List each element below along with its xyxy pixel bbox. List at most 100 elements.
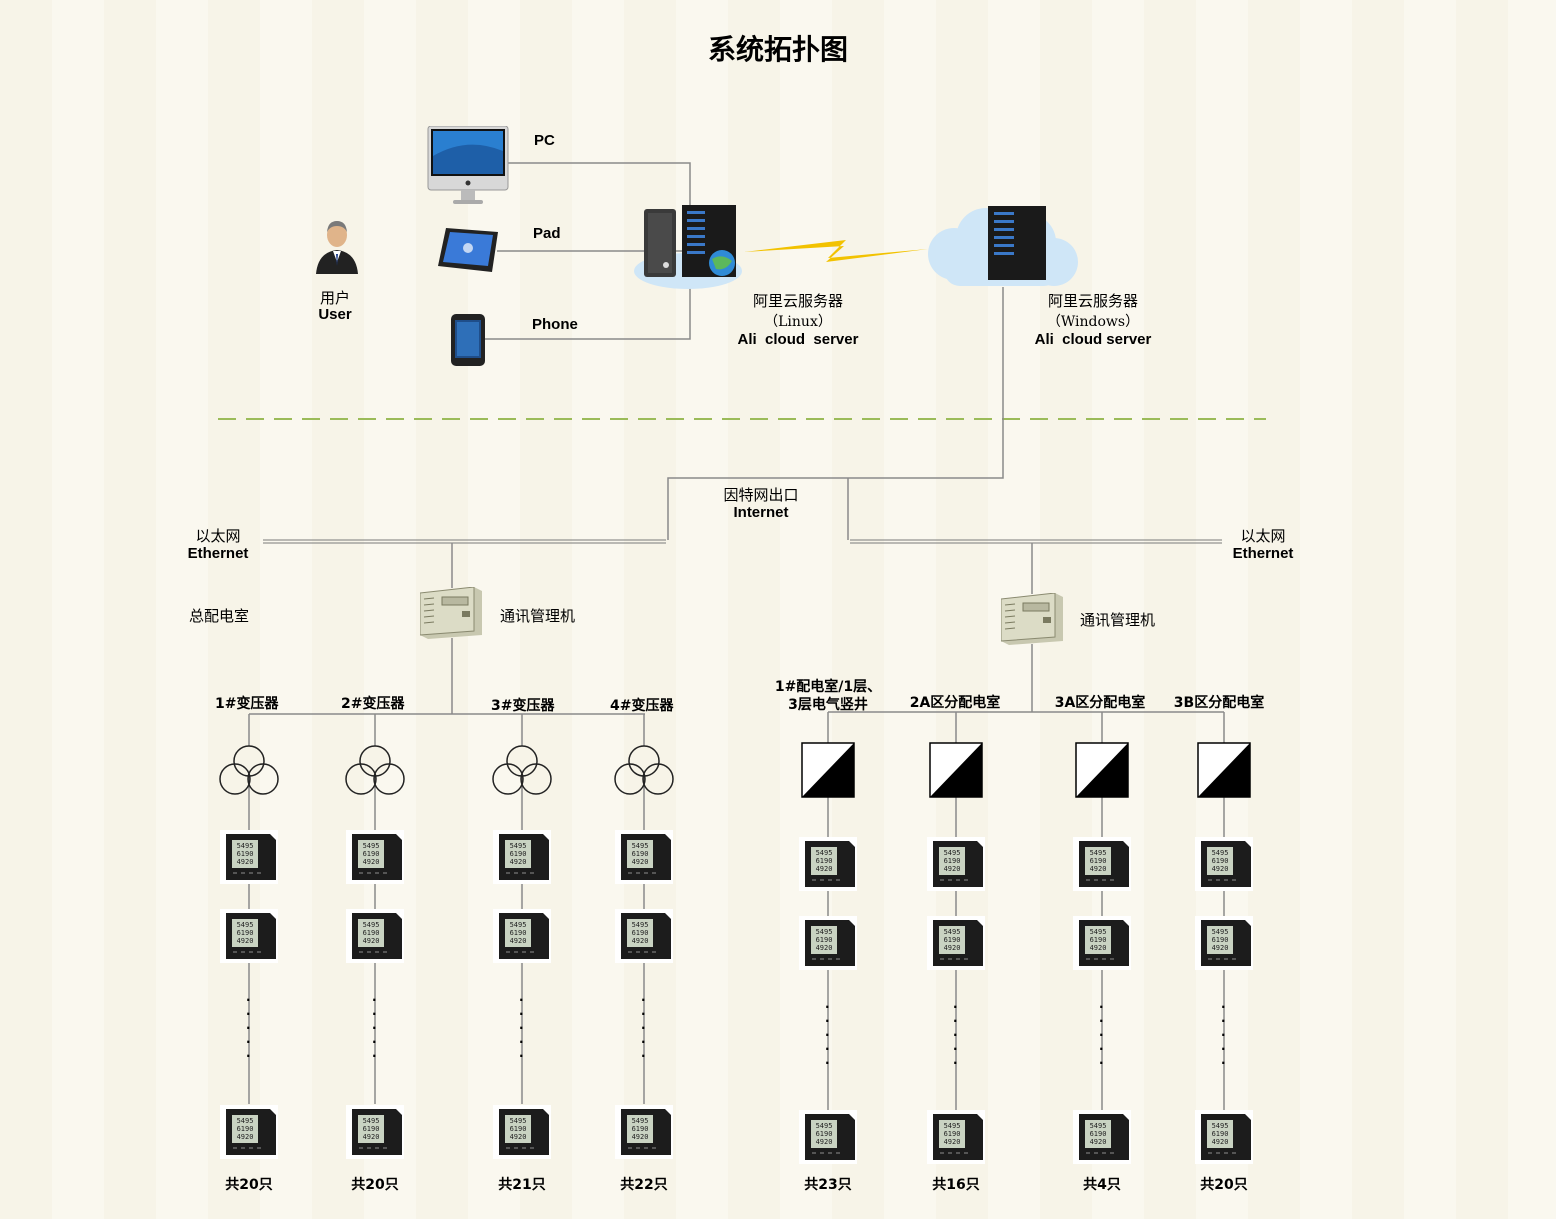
power-meter-icon: 5495 6190 4920 bbox=[615, 1105, 673, 1159]
meter-count-label: 共16只 bbox=[932, 1177, 980, 1193]
comm-manager-right-icon bbox=[1000, 592, 1063, 645]
svg-text:6190: 6190 bbox=[1090, 857, 1107, 865]
svg-text:6190: 6190 bbox=[816, 857, 833, 865]
svg-text:4920: 4920 bbox=[363, 1133, 380, 1141]
transformer-coil bbox=[219, 763, 251, 795]
svg-text:5495: 5495 bbox=[237, 842, 254, 850]
svg-text:6190: 6190 bbox=[816, 936, 833, 944]
power-meter-icon: 5495 6190 4920 bbox=[493, 1105, 551, 1159]
svg-text:5495: 5495 bbox=[510, 921, 527, 929]
svg-text:5495: 5495 bbox=[1212, 1122, 1229, 1130]
svg-text:5495: 5495 bbox=[632, 1117, 649, 1125]
svg-text:5495: 5495 bbox=[1090, 1122, 1107, 1130]
svg-text:4920: 4920 bbox=[1090, 865, 1107, 873]
left-branch-label: 2#变压器 bbox=[341, 696, 405, 712]
ellipsis-dots: ····· bbox=[825, 1000, 830, 1070]
power-meter-icon: 5495 6190 4920 bbox=[1073, 916, 1131, 970]
linux-server-icon bbox=[632, 205, 744, 291]
svg-text:6190: 6190 bbox=[944, 936, 961, 944]
ellipsis-dots: ····· bbox=[1221, 1000, 1226, 1070]
windows-cloud-server-icon bbox=[924, 204, 1080, 290]
svg-text:4920: 4920 bbox=[816, 865, 833, 873]
svg-text:5495: 5495 bbox=[816, 928, 833, 936]
svg-text:6190: 6190 bbox=[1212, 857, 1229, 865]
svg-text:4920: 4920 bbox=[1212, 944, 1229, 952]
meter-count-label: 共22只 bbox=[620, 1177, 668, 1193]
right-branch-label: 2A区分配电室 bbox=[909, 695, 1001, 711]
meter-count-label: 共4只 bbox=[1083, 1177, 1121, 1193]
meter-count-label: 共21只 bbox=[498, 1177, 546, 1193]
transformer-coil bbox=[247, 763, 279, 795]
svg-text:6190: 6190 bbox=[237, 850, 254, 858]
svg-text:6190: 6190 bbox=[816, 1130, 833, 1138]
svg-text:6190: 6190 bbox=[1212, 936, 1229, 944]
svg-text:4920: 4920 bbox=[944, 944, 961, 952]
svg-text:4920: 4920 bbox=[816, 1138, 833, 1146]
meter-count-label: 共20只 bbox=[1200, 1177, 1248, 1193]
comm-manager-left-label: 通讯管理机 bbox=[500, 607, 576, 625]
power-meter-icon: 5495 6190 4920 bbox=[220, 830, 278, 884]
meter-count-label: 共23只 bbox=[804, 1177, 852, 1193]
power-meter-icon: 5495 6190 4920 bbox=[799, 837, 857, 891]
ellipsis-dots: ····· bbox=[519, 993, 524, 1063]
svg-text:6190: 6190 bbox=[1090, 1130, 1107, 1138]
breaker-fill bbox=[1076, 743, 1128, 797]
svg-text:6190: 6190 bbox=[632, 929, 649, 937]
power-meter-icon: 5495 6190 4920 bbox=[493, 830, 551, 884]
svg-text:4920: 4920 bbox=[1090, 1138, 1107, 1146]
svg-text:5495: 5495 bbox=[944, 928, 961, 936]
transformer-coil bbox=[506, 745, 538, 777]
transformer-coil bbox=[359, 745, 391, 777]
ellipsis-dots: ····· bbox=[1099, 1000, 1104, 1070]
main-distribution-room-label: 总配电室 bbox=[189, 607, 250, 625]
power-meter-icon: 5495 6190 4920 bbox=[799, 916, 857, 970]
svg-text:4920: 4920 bbox=[510, 937, 527, 945]
svg-text:5495: 5495 bbox=[363, 921, 380, 929]
svg-text:5495: 5495 bbox=[237, 1117, 254, 1125]
right-branch-label-line2: 3层电气竖井 bbox=[788, 697, 868, 713]
svg-text:6190: 6190 bbox=[1090, 936, 1107, 944]
svg-text:4920: 4920 bbox=[1212, 865, 1229, 873]
svg-text:5495: 5495 bbox=[237, 921, 254, 929]
power-meter-icon: 5495 6190 4920 bbox=[1073, 837, 1131, 891]
internet-label-en: Internet bbox=[733, 504, 789, 521]
svg-text:5495: 5495 bbox=[1090, 928, 1107, 936]
svg-text:5495: 5495 bbox=[1212, 849, 1229, 857]
svg-text:5495: 5495 bbox=[944, 849, 961, 857]
svg-text:6190: 6190 bbox=[510, 929, 527, 937]
svg-text:5495: 5495 bbox=[1090, 849, 1107, 857]
right-branch-label: 1#配电室/1层、 bbox=[774, 679, 882, 695]
left-branch-label: 4#变压器 bbox=[610, 698, 674, 714]
left-branch-label: 3#变压器 bbox=[491, 698, 555, 714]
power-meter-icon: 5495 6190 4920 bbox=[799, 1110, 857, 1164]
svg-text:4920: 4920 bbox=[1212, 1138, 1229, 1146]
breaker-fill bbox=[1198, 743, 1250, 797]
power-meter-icon: 5495 6190 4920 bbox=[220, 1105, 278, 1159]
power-meter-icon: 5495 6190 4920 bbox=[927, 1110, 985, 1164]
svg-text:4920: 4920 bbox=[816, 944, 833, 952]
svg-text:6190: 6190 bbox=[944, 1130, 961, 1138]
power-meter-icon: 5495 6190 4920 bbox=[346, 1105, 404, 1159]
svg-text:4920: 4920 bbox=[237, 858, 254, 866]
power-meter-icon: 5495 6190 4920 bbox=[346, 909, 404, 963]
user-icon bbox=[314, 218, 360, 274]
power-meter-icon: 5495 6190 4920 bbox=[1195, 837, 1253, 891]
tablet-icon bbox=[438, 226, 498, 272]
svg-text:5495: 5495 bbox=[816, 849, 833, 857]
svg-text:5495: 5495 bbox=[1212, 928, 1229, 936]
svg-text:5495: 5495 bbox=[632, 842, 649, 850]
right-branch-label: 3A区分配电室 bbox=[1054, 695, 1146, 711]
svg-text:4920: 4920 bbox=[632, 858, 649, 866]
transformer-coil bbox=[628, 745, 660, 777]
svg-text:4920: 4920 bbox=[237, 937, 254, 945]
power-meter-icon: 5495 6190 4920 bbox=[220, 909, 278, 963]
power-meter-icon: 5495 6190 4920 bbox=[927, 916, 985, 970]
svg-text:5495: 5495 bbox=[510, 1117, 527, 1125]
svg-text:6190: 6190 bbox=[363, 850, 380, 858]
transformer-coil bbox=[614, 763, 646, 795]
ethernet-left-label-cn: 以太网 bbox=[195, 527, 241, 545]
power-meter-icon: 5495 6190 4920 bbox=[346, 830, 404, 884]
svg-text:5495: 5495 bbox=[944, 1122, 961, 1130]
svg-text:6190: 6190 bbox=[510, 1125, 527, 1133]
svg-text:4920: 4920 bbox=[510, 1133, 527, 1141]
